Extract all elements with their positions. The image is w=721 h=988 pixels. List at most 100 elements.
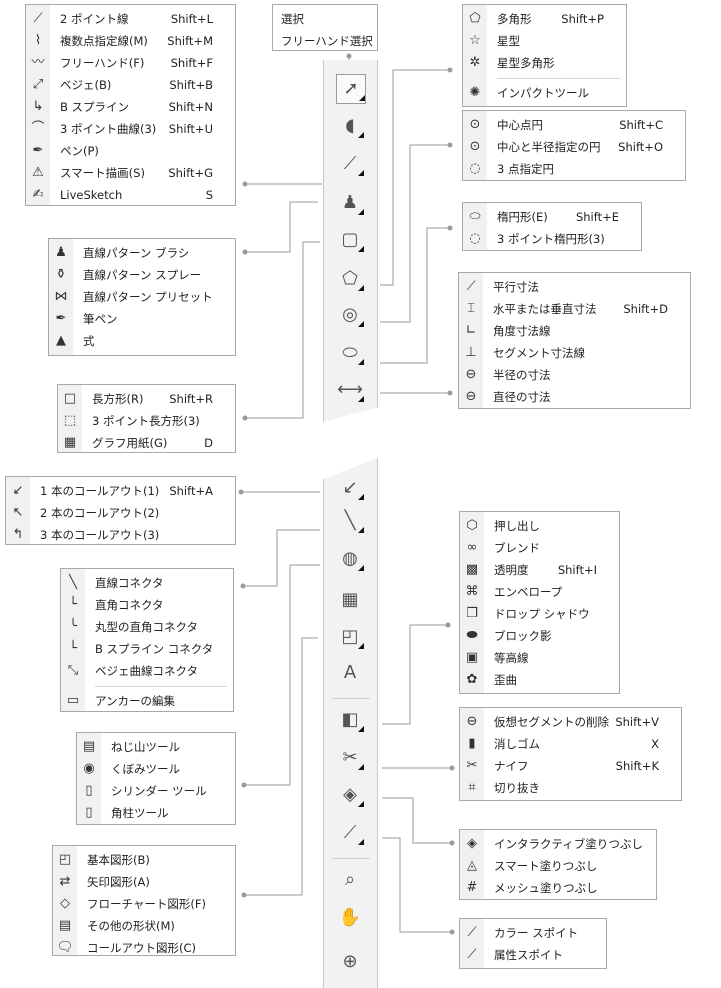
- menu-item[interactable]: ⟋カラー スポイト: [460, 922, 606, 944]
- text-tool-button[interactable]: A: [336, 659, 364, 687]
- effects-tool-button[interactable]: ◧: [336, 706, 364, 734]
- menu-item[interactable]: ⌘エンベロープ: [460, 581, 619, 603]
- menu-item-label: 基本図形(B): [87, 853, 150, 867]
- curve-tool-button[interactable]: ⟋: [336, 150, 364, 178]
- crop-tool-button[interactable]: ✂: [336, 744, 364, 772]
- connector-line: [380, 69, 450, 286]
- artistic-media-tool-button[interactable]: ♟: [336, 189, 364, 217]
- menu-item[interactable]: ▤その他の形状(M): [53, 915, 235, 937]
- menu-item[interactable]: ↙1 本のコールアウト(1)Shift+A: [6, 480, 235, 502]
- menu-item[interactable]: ⬡押し出し: [460, 515, 619, 537]
- thread-tool-button[interactable]: ◍: [336, 545, 364, 573]
- menu-item[interactable]: ◰基本図形(B): [53, 849, 235, 871]
- menu-item[interactable]: フリーハンド選択: [273, 30, 377, 52]
- shape-tool-button[interactable]: ◖: [336, 112, 364, 140]
- eyedropper-tool-button[interactable]: ⟋: [336, 819, 364, 847]
- menu-item[interactable]: ✲星型多角形: [463, 52, 626, 74]
- menu-item-label: 直線パターン ブラシ: [83, 246, 190, 260]
- connector-tool-button[interactable]: ╲: [336, 507, 364, 535]
- polygon-tool-button[interactable]: ⬠: [336, 265, 364, 293]
- menu-item[interactable]: ⬚3 ポイント長方形(3): [58, 410, 235, 432]
- menu-item[interactable]: ⤢ベジェ(B)Shift+B: [26, 74, 235, 96]
- menu-item[interactable]: ↖2 本のコールアウト(2): [6, 502, 235, 524]
- menu-item[interactable]: ⬭楕円形(E)Shift+E: [463, 206, 641, 228]
- menu-item[interactable]: □長方形(R)Shift+R: [58, 388, 235, 410]
- virtual-segment-delete-icon: ⊖: [466, 714, 478, 729]
- menu-item[interactable]: ✺インパクトツール: [463, 82, 626, 104]
- menu-item[interactable]: ✿歪曲: [460, 669, 619, 691]
- add-tool-button[interactable]: ⊕: [336, 948, 364, 976]
- menu-item[interactable]: ✒筆ペン: [49, 308, 235, 330]
- menu-item[interactable]: ⌗切り抜き: [460, 777, 681, 799]
- callout-tool-button[interactable]: ↙: [336, 474, 364, 502]
- menu-item[interactable]: ⬬ブロック影: [460, 625, 619, 647]
- menu-item[interactable]: ▤ねじ山ツール: [77, 736, 235, 758]
- effects-tool-icon: ◧: [341, 709, 359, 730]
- menu-item[interactable]: ⟋平行寸法: [459, 276, 690, 298]
- menu-item[interactable]: #メッシュ塗りつぶし: [460, 877, 656, 899]
- menu-item[interactable]: ◉くぼみツール: [77, 758, 235, 780]
- menu-item[interactable]: ♟直線パターン ブラシ: [49, 242, 235, 264]
- menu-item[interactable]: ❐ドロップ シャドウ: [460, 603, 619, 625]
- menu-item[interactable]: ▯角柱ツール: [77, 802, 235, 824]
- fill-tool-button[interactable]: ◈: [336, 781, 364, 809]
- menu-item[interactable]: ⚱直線パターン スプレー: [49, 264, 235, 286]
- pick-tool-button[interactable]: ➚: [336, 74, 366, 104]
- table-tool-button[interactable]: ▦: [336, 586, 364, 614]
- rectangle-tool-button[interactable]: ▢: [336, 226, 364, 254]
- menu-item[interactable]: ◬スマート塗りつぶし: [460, 855, 656, 877]
- menu-item[interactable]: ⊖直径の寸法: [459, 386, 690, 408]
- menu-item[interactable]: ◌3 点指定円: [463, 158, 685, 180]
- zoom-tool-button[interactable]: ⌕: [336, 866, 364, 894]
- menu-item[interactable]: └B スプライン コネクタ: [61, 638, 233, 660]
- menu-item-shortcut: Shift+G: [168, 166, 213, 180]
- menu-item[interactable]: ▦グラフ用紙(G)D: [58, 432, 235, 454]
- menu-item[interactable]: ╰丸型の直角コネクタ: [61, 616, 233, 638]
- pan-tool-button[interactable]: ✋: [336, 904, 364, 932]
- menu-item[interactable]: ⤡ベジェ曲線コネクタ: [61, 660, 233, 682]
- dimension-tool-button[interactable]: ⟷: [336, 376, 364, 404]
- menu-item[interactable]: ↰3 本のコールアウト(3): [6, 524, 235, 546]
- circle-tool-button[interactable]: ◎: [336, 301, 364, 329]
- menu-item[interactable]: ▭アンカーの編集: [61, 690, 233, 712]
- menu-item[interactable]: 〰フリーハンド(F)Shift+F: [26, 52, 235, 74]
- menu-item[interactable]: ⋈直線パターン プリセット: [49, 286, 235, 308]
- menu-item[interactable]: ⊖半径の寸法: [459, 364, 690, 386]
- menu-item[interactable]: ⟋属性スポイト: [460, 944, 606, 966]
- menu-item[interactable]: ⇄矢印図形(A): [53, 871, 235, 893]
- menu-item[interactable]: ╲直線コネクタ: [61, 572, 233, 594]
- menu-item[interactable]: ∞ブレンド: [460, 537, 619, 559]
- menu-item[interactable]: 🗨コールアウト図形(C): [53, 937, 235, 959]
- menu-item[interactable]: ∟角度寸法線: [459, 320, 690, 342]
- menu-item[interactable]: ▯シリンダー ツール: [77, 780, 235, 802]
- menu-item[interactable]: ⊥セグメント寸法線: [459, 342, 690, 364]
- menu-item[interactable]: ⌇複数点指定線(M)Shift+M: [26, 30, 235, 52]
- menu-item[interactable]: ⌒3 ポイント曲線(3)Shift+U: [26, 118, 235, 140]
- menu-item[interactable]: 選択: [273, 8, 377, 30]
- menu-item-label: 半径の寸法: [493, 368, 551, 382]
- ellipse-tool-button[interactable]: ⬭: [336, 339, 364, 367]
- menu-item[interactable]: ☆星型: [463, 30, 626, 52]
- menu-item[interactable]: ▲式: [49, 330, 235, 352]
- menu-item[interactable]: ▣等高線: [460, 647, 619, 669]
- menu-item[interactable]: └直角コネクタ: [61, 594, 233, 616]
- menu-item[interactable]: ◇フローチャート図形(F): [53, 893, 235, 915]
- menu-item-label: ベジェ曲線コネクタ: [95, 664, 199, 678]
- menu-item[interactable]: ◈インタラクティブ塗りつぶし: [460, 833, 656, 855]
- shapes-tool-button[interactable]: ◰: [336, 623, 364, 651]
- menu-item[interactable]: ⚠スマート描画(S)Shift+G: [26, 162, 235, 184]
- horizontal-vertical-dimension-icon: ⌶: [467, 301, 475, 316]
- menu-item[interactable]: ◌3 ポイント楕円形(3): [463, 228, 641, 250]
- menu-item[interactable]: ✒ペン(P): [26, 140, 235, 162]
